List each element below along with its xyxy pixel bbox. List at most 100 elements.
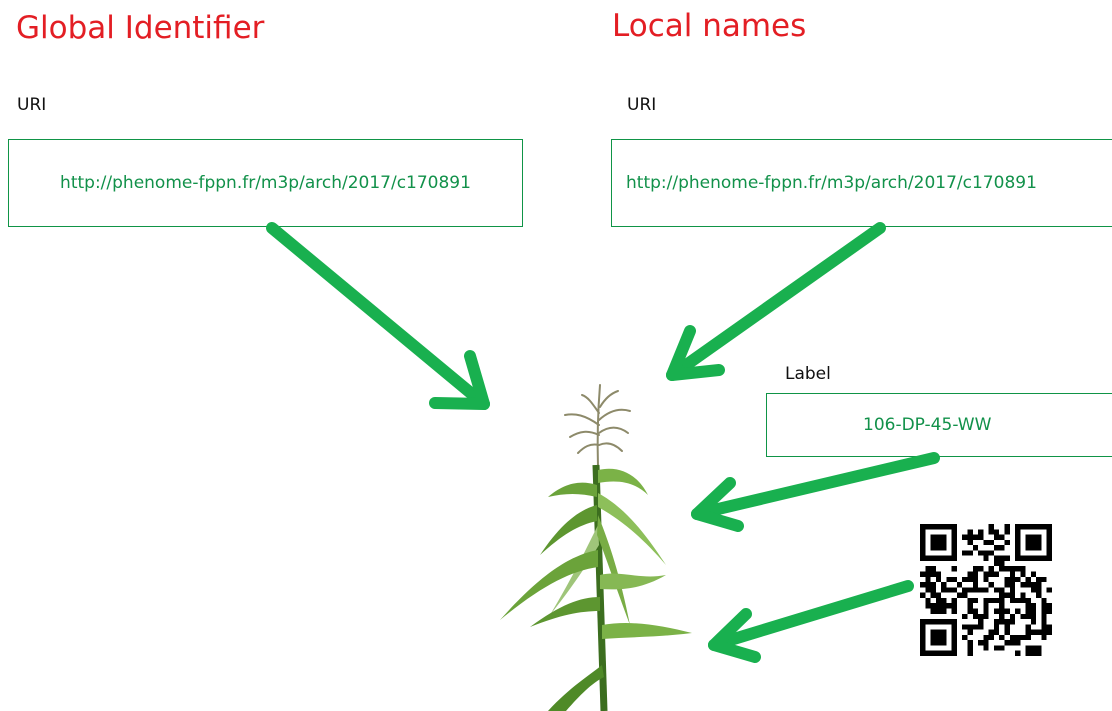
qr-module — [941, 597, 947, 604]
qr-module — [1030, 524, 1037, 530]
qr-module — [983, 645, 989, 651]
qr-module — [999, 555, 1005, 561]
qr-module — [930, 534, 936, 540]
global-uri-box: http://phenome-fppn.fr/m3p/arch/2017/c17… — [8, 139, 523, 227]
qr-module — [925, 524, 931, 530]
qr-module — [920, 545, 926, 551]
qr-module — [983, 550, 989, 556]
qr-module — [1004, 608, 1010, 614]
qr-module — [951, 645, 957, 651]
qr-module — [967, 571, 973, 577]
qr-module — [972, 608, 979, 614]
qr-module — [1015, 634, 1021, 641]
qr-module — [920, 619, 926, 625]
qr-module — [1004, 576, 1010, 583]
qr-module — [978, 550, 984, 556]
qr-module — [988, 582, 994, 588]
qr-module — [1009, 634, 1016, 641]
qr-module — [993, 555, 1000, 561]
qr-module — [978, 529, 984, 535]
qr-module — [935, 555, 942, 561]
qr-module — [988, 634, 994, 641]
label-value: 106-DP-45-WW — [863, 415, 992, 435]
qr-module — [1030, 629, 1037, 635]
qr-module — [1004, 529, 1010, 535]
qr-module — [1015, 545, 1021, 551]
qr-module — [1025, 597, 1031, 604]
qr-module — [1046, 539, 1052, 546]
qr-module — [941, 603, 947, 609]
qr-module — [930, 650, 936, 656]
qr-module — [1004, 640, 1010, 646]
qr-module — [967, 597, 973, 604]
qr-module — [1020, 597, 1026, 604]
qr-module — [988, 539, 994, 546]
qr-module — [930, 634, 936, 641]
qr-module — [941, 587, 947, 593]
qr-module — [1025, 582, 1031, 588]
qr-module — [1046, 629, 1052, 635]
qr-module — [967, 645, 973, 651]
qr-module — [1036, 576, 1042, 583]
qr-module — [993, 624, 1000, 630]
qr-module — [962, 587, 968, 593]
qr-module — [1009, 571, 1016, 577]
qr-module — [925, 587, 931, 593]
qr-module — [1015, 529, 1021, 535]
qr-module — [935, 640, 942, 646]
qr-module — [935, 634, 942, 641]
qr-module — [1025, 629, 1031, 635]
qr-module — [935, 650, 942, 656]
qr-module — [935, 629, 942, 635]
local-uri-value: http://phenome-fppn.fr/m3p/arch/2017/c17… — [626, 173, 1037, 193]
qr-module — [951, 650, 957, 656]
qr-module — [925, 603, 931, 609]
qr-module — [920, 534, 926, 540]
qr-module — [1020, 634, 1026, 641]
qr-module — [1041, 524, 1047, 530]
qr-module — [935, 571, 942, 577]
qr-module — [1015, 650, 1021, 656]
qr-module — [1030, 645, 1037, 651]
qr-module — [1020, 592, 1026, 598]
qr-module — [978, 619, 984, 625]
qr-module — [1041, 634, 1047, 641]
qr-module — [1025, 524, 1031, 530]
qr-module — [1004, 624, 1010, 630]
qr-module — [920, 640, 926, 646]
qr-module — [999, 608, 1005, 614]
maize-plant-image — [500, 384, 692, 711]
qr-module — [988, 571, 994, 577]
qr-module — [1009, 566, 1016, 572]
qr-module — [935, 534, 942, 540]
qr-module — [1025, 645, 1031, 651]
qr-module — [1030, 587, 1037, 593]
qr-module — [1020, 571, 1026, 577]
qr-module — [1046, 534, 1052, 540]
qr-module — [1004, 539, 1010, 546]
qr-module — [1030, 619, 1037, 625]
qr-module — [920, 582, 926, 588]
qr-module — [962, 634, 968, 641]
qr-module — [925, 555, 931, 561]
qr-module — [967, 529, 973, 535]
qr-module — [951, 634, 957, 641]
qr-module — [1046, 524, 1052, 530]
qr-module — [983, 597, 989, 604]
qr-module — [978, 587, 984, 593]
qr-module — [978, 613, 984, 620]
qr-module — [1041, 576, 1047, 583]
qr-module — [972, 597, 979, 604]
qr-module — [1030, 555, 1037, 561]
qr-module — [1030, 613, 1037, 620]
qr-module — [930, 592, 936, 598]
qr-module — [993, 629, 1000, 635]
qr-module — [951, 555, 957, 561]
qr-module — [935, 545, 942, 551]
qr-module — [999, 587, 1005, 593]
qr-module — [951, 603, 957, 609]
qr-module — [978, 566, 984, 572]
qr-module — [1004, 566, 1010, 572]
qr-module — [1036, 524, 1042, 530]
qr-module — [951, 576, 957, 583]
